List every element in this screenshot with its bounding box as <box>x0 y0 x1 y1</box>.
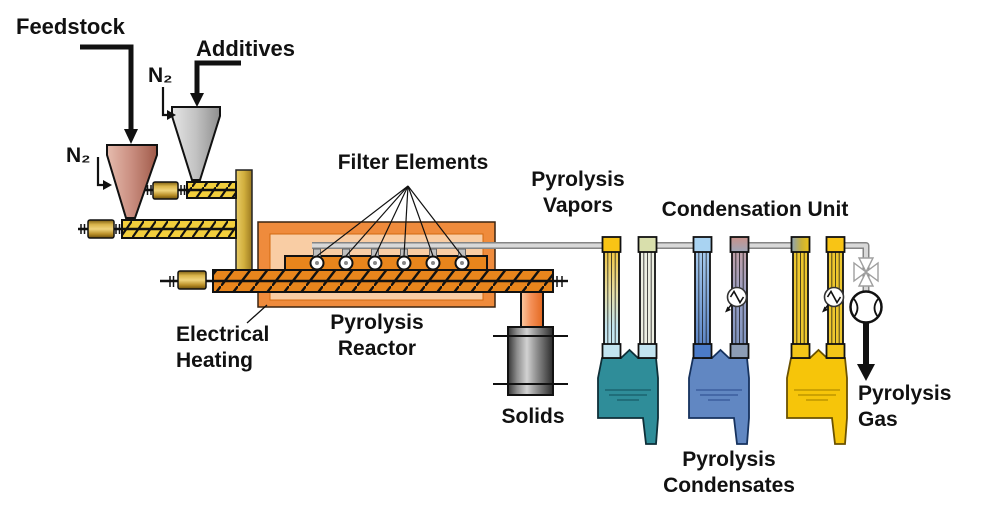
pyrolysis-gas-arrow <box>857 323 875 381</box>
label-pyrolysis-vapors: Pyrolysis Vapors <box>531 168 625 218</box>
column-bottom-caps <box>601 343 846 359</box>
label-pyrolysis-condensates: Pyrolysis Condensates <box>663 448 795 498</box>
label-n2-feedstock: N₂ <box>66 144 91 167</box>
label-pyrolysis-reactor: Pyrolysis Reactor <box>330 311 424 361</box>
label-electrical-heating: Electrical Heating <box>176 323 270 373</box>
additives-feeder-motor <box>152 181 179 200</box>
additives-hopper <box>171 106 221 181</box>
condenser-columns <box>603 248 844 347</box>
vapor-pipes <box>312 242 870 293</box>
condensate-vessel-2 <box>688 348 750 445</box>
feedstock-feeder-motor <box>87 219 115 239</box>
label-additives: Additives <box>196 36 296 61</box>
condensate-vessel-3 <box>786 348 848 445</box>
heat-exchanger-icon <box>725 286 748 313</box>
heat-exchanger-icon <box>822 286 845 313</box>
reactor-screw-motor <box>177 270 207 290</box>
filter-ports <box>309 255 470 271</box>
electrical-heating-pointer <box>246 304 268 324</box>
feedstock-hopper <box>106 144 158 219</box>
gas-pump-icon <box>849 290 883 324</box>
label-n2-additives: N₂ <box>148 64 173 87</box>
label-condensation-unit: Condensation Unit <box>661 198 849 221</box>
n2-additives-arrow <box>161 87 176 120</box>
label-feedstock: Feedstock <box>16 14 125 39</box>
solids-downpipe <box>520 291 544 328</box>
feedstock-arrow <box>80 44 138 144</box>
label-filter-elements: Filter Elements <box>337 151 489 174</box>
condensation-unit <box>597 236 848 445</box>
filter-callout-lines <box>316 185 463 257</box>
condensate-vessel-1 <box>597 348 659 445</box>
gas-valve-icon <box>853 257 879 287</box>
feed-stand-pipe <box>235 169 253 271</box>
label-pyrolysis-gas: Pyrolysis Gas <box>858 382 952 432</box>
column-top-caps <box>601 236 846 253</box>
filter-elements <box>309 185 470 271</box>
n2-feedstock-arrow <box>96 157 112 190</box>
additives-arrow <box>190 60 241 107</box>
label-solids: Solids <box>501 405 565 428</box>
solids-drum <box>493 326 568 396</box>
